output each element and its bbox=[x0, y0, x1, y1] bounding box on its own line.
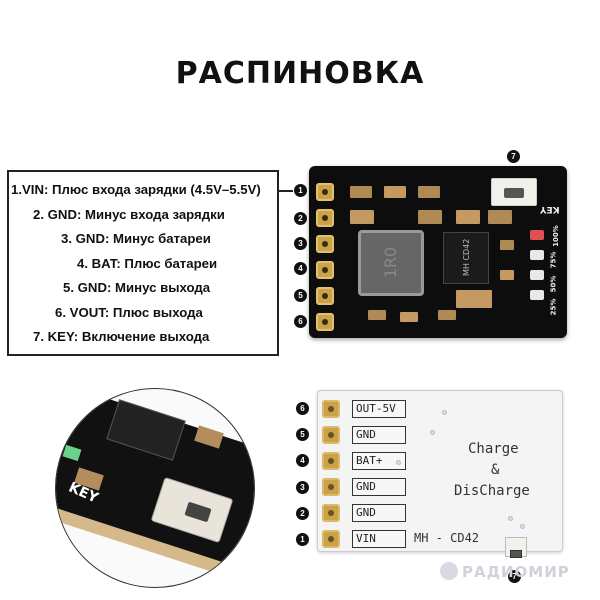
pin-badge-1: 1 bbox=[294, 184, 307, 197]
pin-description-box: 1.VIN: Плюс входа зарядки (4.5V–5.5V) 2.… bbox=[7, 170, 279, 356]
pin-row-4: 4. BAT: Плюс батареи bbox=[77, 255, 218, 271]
pin-badge-4: 4 bbox=[294, 262, 307, 275]
smd-resistor bbox=[384, 186, 406, 198]
bottom-badge-6: 6 bbox=[296, 402, 309, 415]
pad-gnd-bat bbox=[316, 235, 334, 253]
power-inductor: 1R0 bbox=[358, 230, 424, 296]
bottom-switch-knob bbox=[510, 550, 522, 558]
smd-capacitor bbox=[350, 210, 374, 224]
smd-capacitor bbox=[488, 210, 512, 224]
smd-resistor bbox=[368, 310, 386, 320]
ampersand-text: & bbox=[491, 462, 500, 478]
pin-row-6: 6. VOUT: Плюс выхода bbox=[55, 304, 203, 320]
bottom-badge-1: 1 bbox=[296, 533, 309, 546]
led-silkscreen: 25% bbox=[549, 298, 558, 316]
pin-badge-5: 5 bbox=[294, 289, 307, 302]
led-silkscreen: 100% bbox=[551, 225, 560, 247]
chip-marking: MH CD42 bbox=[462, 238, 471, 276]
bottom-pad-gnd bbox=[322, 504, 340, 522]
smd-resistor bbox=[438, 310, 456, 320]
smd-resistor bbox=[400, 312, 418, 322]
pad-label-vin: VIN bbox=[352, 530, 406, 548]
smd-resistor bbox=[500, 240, 514, 250]
bottom-badge-4: 4 bbox=[296, 454, 309, 467]
inductor-marking: 1R0 bbox=[381, 246, 401, 279]
via bbox=[430, 430, 435, 435]
bottom-pad-gnd bbox=[322, 478, 340, 496]
smd-capacitor bbox=[456, 210, 480, 224]
key-switch-knob bbox=[504, 188, 524, 198]
pin-row-7: 7. KEY: Включение выхода bbox=[33, 329, 210, 344]
pad-gnd-out bbox=[316, 287, 334, 305]
pad-label-bat: BAT+ bbox=[352, 452, 406, 470]
smd-resistor bbox=[418, 186, 440, 198]
pin-badge-2: 2 bbox=[294, 212, 307, 225]
status-led bbox=[530, 270, 544, 280]
pad-label-out: OUT-5V bbox=[352, 400, 406, 418]
watermark: РАДИОМИР bbox=[462, 563, 570, 581]
pin-row-5: 5. GND: Минус выхода bbox=[63, 280, 211, 295]
charge-text: Charge bbox=[468, 441, 519, 457]
pin-badge-6: 6 bbox=[294, 315, 307, 328]
pin-badge-7: 7 bbox=[507, 150, 520, 163]
pin-row-1: 1.VIN: Плюс входа зарядки (4.5V–5.5V) bbox=[11, 182, 261, 197]
bottom-pad-bat bbox=[322, 452, 340, 470]
pin-row-2: 2. GND: Минус входа зарядки bbox=[33, 206, 225, 222]
via bbox=[396, 460, 401, 465]
smd-capacitor bbox=[418, 210, 442, 224]
pin-row-3: 3. GND: Минус батареи bbox=[61, 231, 211, 246]
smd-resistor bbox=[500, 270, 514, 280]
pin-badge-3: 3 bbox=[294, 237, 307, 250]
pad-vout bbox=[316, 313, 334, 331]
bottom-badge-2: 2 bbox=[296, 507, 309, 520]
page-title: РАСПИНОВКА bbox=[175, 56, 425, 91]
ic-chip bbox=[443, 232, 489, 284]
status-led bbox=[530, 230, 544, 240]
status-led bbox=[530, 250, 544, 260]
key-silkscreen: KEY bbox=[540, 204, 560, 214]
via bbox=[442, 410, 447, 415]
via bbox=[508, 516, 513, 521]
status-led bbox=[530, 290, 544, 300]
smd-capacitor bbox=[456, 290, 492, 308]
discharge-text: DisCharge bbox=[454, 483, 530, 499]
smd-resistor bbox=[350, 186, 372, 198]
via bbox=[520, 524, 525, 529]
led-silkscreen: 50% bbox=[549, 275, 558, 293]
bottom-badge-7: 7 bbox=[508, 570, 521, 583]
zoom-detail-circle: KEY bbox=[55, 388, 255, 588]
bottom-pad-out bbox=[322, 400, 340, 418]
leader-line-1 bbox=[279, 190, 293, 192]
pad-bat bbox=[316, 261, 334, 279]
bottom-pad-gnd bbox=[322, 426, 340, 444]
model-text: MH - CD42 bbox=[414, 531, 480, 545]
bottom-badge-5: 5 bbox=[296, 428, 309, 441]
pad-label-gnd: GND bbox=[352, 504, 406, 522]
pad-gnd-in bbox=[316, 209, 334, 227]
bottom-pad-vin bbox=[322, 530, 340, 548]
pad-vin bbox=[316, 183, 334, 201]
led-silkscreen: 75% bbox=[549, 251, 558, 269]
bottom-badge-3: 3 bbox=[296, 481, 309, 494]
pad-label-gnd: GND bbox=[352, 426, 406, 444]
watermark-logo-icon bbox=[440, 562, 458, 580]
pad-label-gnd: GND bbox=[352, 478, 406, 496]
